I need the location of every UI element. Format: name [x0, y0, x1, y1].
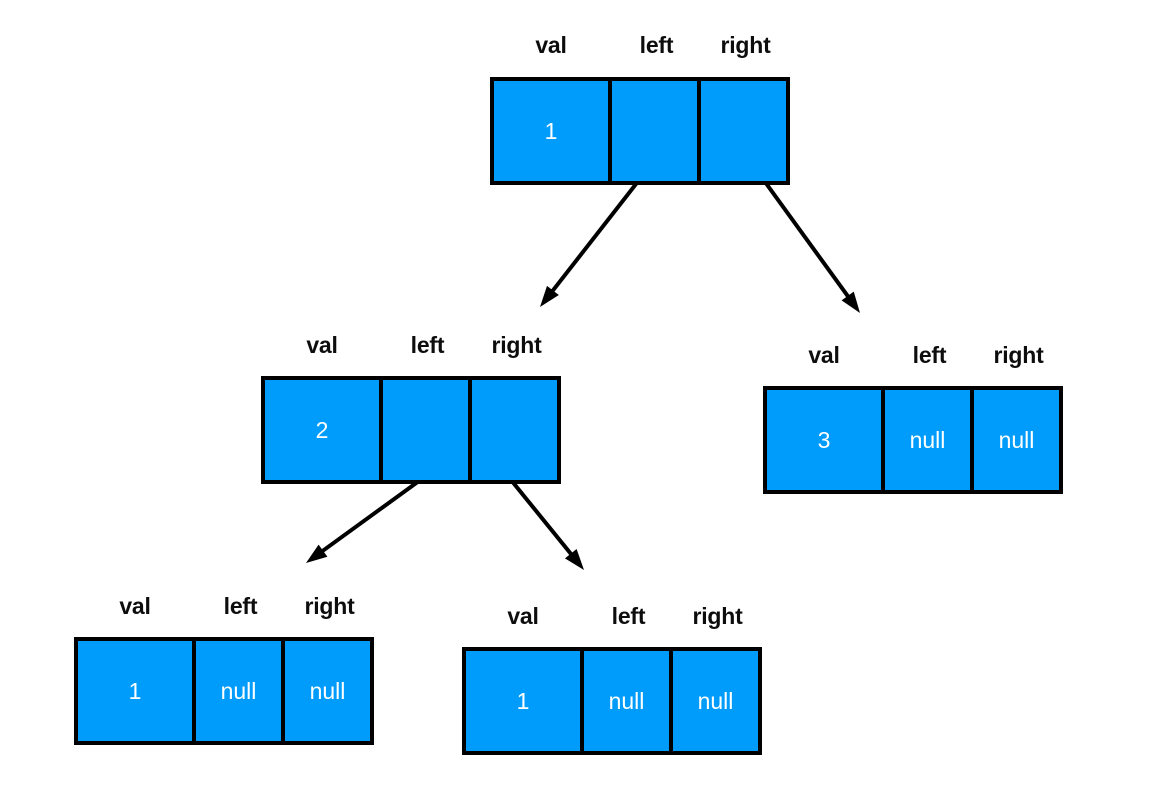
cell-value-right: null [998, 426, 1035, 453]
cell-value-left: null [220, 677, 257, 704]
pointer-arrow-node2-left-to-leaf-left [306, 471, 432, 563]
field-header-row: val left right [763, 340, 1063, 374]
field-header-row: val left right [74, 591, 374, 625]
node-cell-left: null [580, 647, 673, 755]
field-header-val: val [119, 593, 151, 619]
node-cell-left [608, 77, 701, 185]
cell-value-val: 3 [817, 426, 831, 453]
cell-value-val: 1 [128, 677, 142, 704]
field-header-right: right [993, 342, 1044, 368]
tree-node-node-2: val left right 2 [261, 330, 561, 484]
field-header-row: val left right [490, 30, 790, 64]
field-header-left: left [611, 603, 646, 629]
tree-node-leaf-middle: val left right 1 null null [462, 601, 762, 755]
field-header-left: left [410, 332, 445, 358]
field-header-right: right [491, 332, 542, 358]
node-cell-right [697, 77, 790, 185]
node-cell-right: null [281, 637, 374, 745]
node-cell-row: 1 [490, 77, 790, 185]
node-cell-val: 1 [74, 637, 196, 745]
node-cell-row: 1 null null [462, 647, 762, 755]
field-header-val: val [535, 32, 567, 58]
node-cell-right: null [970, 386, 1063, 494]
cell-value-right: null [697, 687, 734, 714]
cell-value-right: null [309, 677, 346, 704]
field-header-val: val [507, 603, 539, 629]
tree-node-leaf-left: val left right 1 null null [74, 591, 374, 745]
node-cell-row: 3 null null [763, 386, 1063, 494]
field-header-right: right [720, 32, 771, 58]
field-header-left: left [223, 593, 258, 619]
cell-value-left: null [909, 426, 946, 453]
field-header-val: val [306, 332, 338, 358]
cell-value-val: 2 [315, 416, 329, 443]
field-header-left: left [639, 32, 674, 58]
node-cell-right [468, 376, 561, 484]
field-header-row: val left right [261, 330, 561, 364]
node-cell-row: 2 [261, 376, 561, 484]
field-header-val: val [808, 342, 840, 368]
tree-node-root: val left right 1 [490, 30, 790, 185]
cell-value-val: 1 [516, 687, 530, 714]
node-cell-left: null [192, 637, 285, 745]
field-header-right: right [692, 603, 743, 629]
field-header-right: right [304, 593, 355, 619]
node-cell-left [379, 376, 472, 484]
node-cell-right: null [669, 647, 762, 755]
node-cell-val: 1 [490, 77, 612, 185]
node-cell-row: 1 null null [74, 637, 374, 745]
node-cell-val: 1 [462, 647, 584, 755]
node-cell-val: 2 [261, 376, 383, 484]
cell-value-left: null [608, 687, 645, 714]
node-cell-val: 3 [763, 386, 885, 494]
tree-node-node-3: val left right 3 null null [763, 340, 1063, 494]
cell-value-val: 1 [544, 117, 558, 144]
node-cell-left: null [881, 386, 974, 494]
field-header-row: val left right [462, 601, 762, 635]
field-header-left: left [912, 342, 947, 368]
